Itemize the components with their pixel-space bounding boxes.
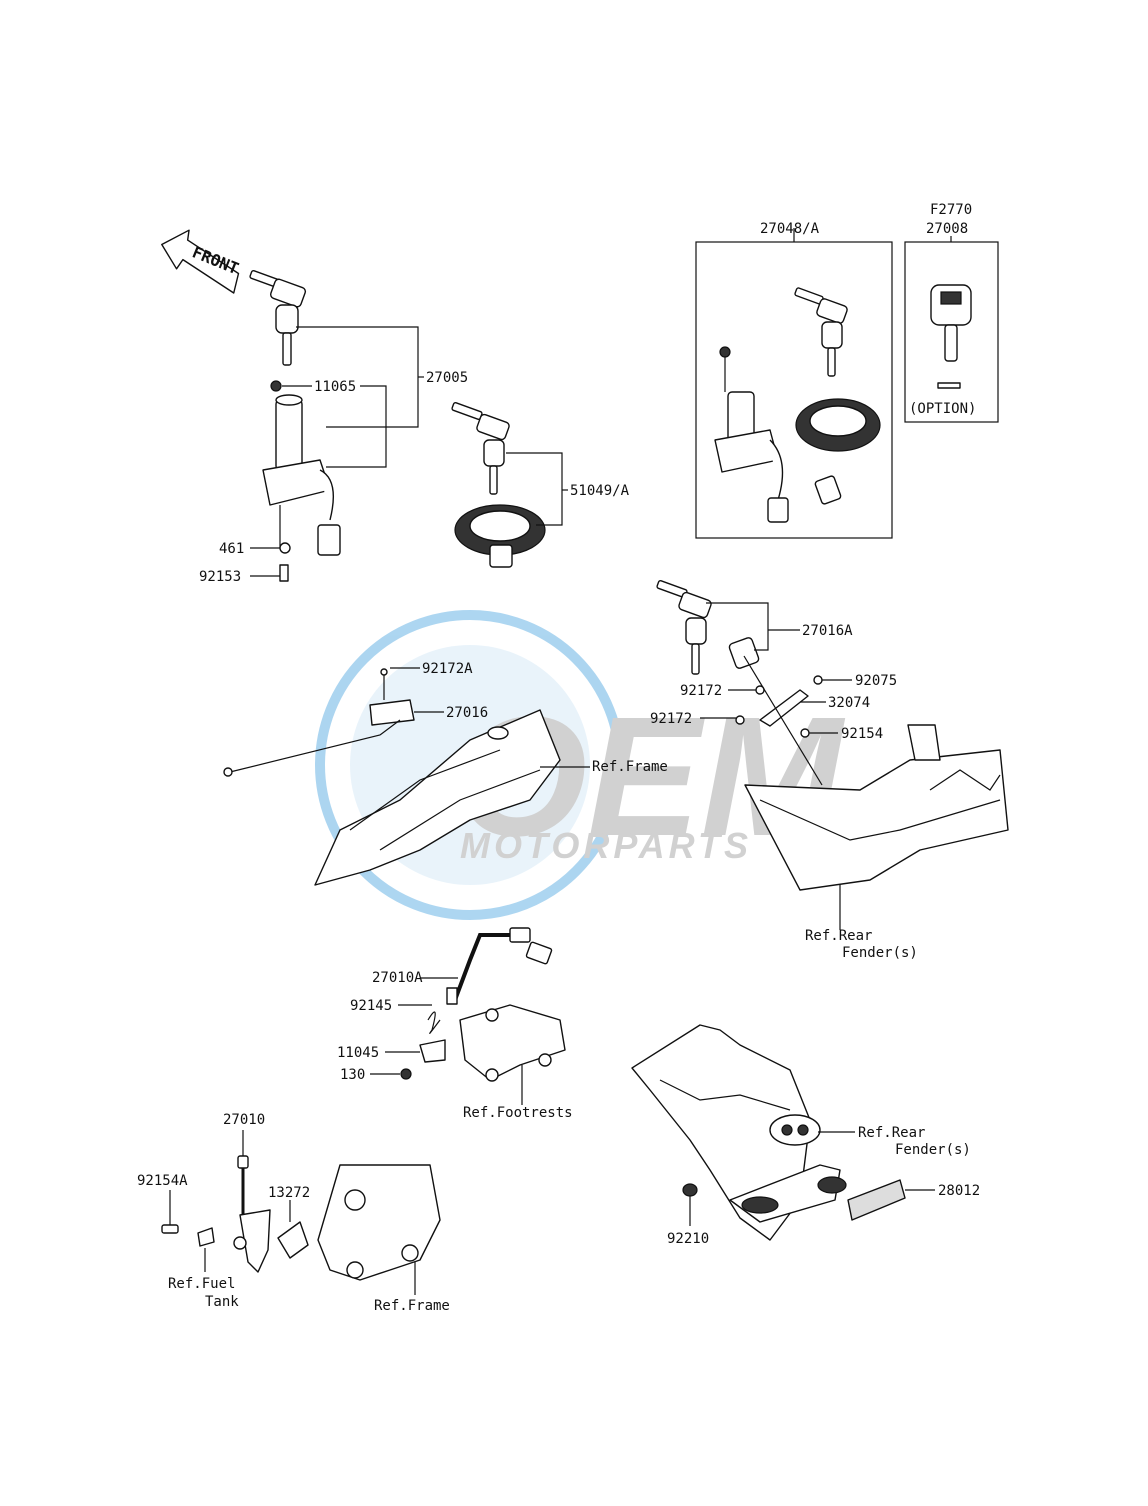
- callout-92145: 92145: [350, 998, 392, 1014]
- callout-11065: 11065: [314, 379, 356, 395]
- callout-27008: 27008: [926, 221, 968, 237]
- rear-fender-assembly: [744, 724, 1009, 930]
- callout-32074: 32074: [828, 695, 870, 711]
- callout-92153: 92153: [199, 569, 241, 585]
- watermark: OEM MOTORPARTS: [315, 610, 846, 920]
- callout-92172a: 92172A: [422, 661, 473, 677]
- frame-assembly: [223, 667, 590, 886]
- callout-27010a: 27010A: [372, 970, 423, 986]
- key-icon: [275, 304, 299, 366]
- ref-rear-fender-label-2a: Ref.Rear: [858, 1125, 925, 1141]
- callout-92172-b: 92172: [650, 711, 692, 727]
- ignition-switch-assembly: [249, 269, 424, 582]
- callout-f2770: F2770: [930, 202, 972, 218]
- watermark-globe: [315, 610, 625, 920]
- watermark-tagline: MOTORPARTS: [460, 825, 752, 866]
- sidestand-switch-assembly: [370, 927, 566, 1105]
- ref-footrests-label: Ref.Footrests: [463, 1105, 573, 1121]
- ref-rear-fender-label-1a: Ref.Rear: [805, 928, 872, 944]
- ref-rear-fender-label-2b: Fender(s): [895, 1142, 971, 1158]
- callout-92154: 92154: [841, 726, 883, 742]
- option-key-box: [904, 236, 999, 423]
- callout-11045: 11045: [337, 1045, 379, 1061]
- callout-27005: 27005: [426, 370, 468, 386]
- callout-27016: 27016: [446, 705, 488, 721]
- fuel-cap-assembly: [451, 401, 568, 568]
- callout-13272: 13272: [268, 1185, 310, 1201]
- seat-lock-assembly: [656, 579, 852, 786]
- ref-rear-fender-label-1b: Fender(s): [842, 945, 918, 961]
- license-light-assembly: [631, 1024, 935, 1241]
- key-icon: [451, 401, 510, 495]
- callout-130: 130: [340, 1067, 365, 1083]
- callout-28012: 28012: [938, 1183, 980, 1199]
- front-arrow: FRONT: [161, 229, 241, 294]
- callout-27048a: 27048/A: [760, 221, 820, 237]
- key-set-box: [695, 228, 893, 539]
- ref-frame-label-2: Ref.Frame: [374, 1298, 450, 1314]
- callout-92154a: 92154A: [137, 1173, 188, 1189]
- ref-fuel-tank-label-b: Tank: [205, 1294, 239, 1310]
- key-icon: [249, 269, 307, 308]
- callout-92210: 92210: [667, 1231, 709, 1247]
- ref-fuel-tank-label-a: Ref.Fuel: [168, 1276, 235, 1292]
- callout-461: 461: [219, 541, 244, 557]
- neutral-switch-assembly: [161, 1130, 441, 1295]
- callout-92172-a: 92172: [680, 683, 722, 699]
- option-label: (OPTION): [909, 401, 976, 417]
- callout-92075: 92075: [855, 673, 897, 689]
- ref-frame-label-1: Ref.Frame: [592, 759, 668, 775]
- key-icon: [930, 284, 972, 389]
- callout-51049a: 51049/A: [570, 483, 630, 499]
- callout-27016a: 27016A: [802, 623, 853, 639]
- callout-27010: 27010: [223, 1112, 265, 1128]
